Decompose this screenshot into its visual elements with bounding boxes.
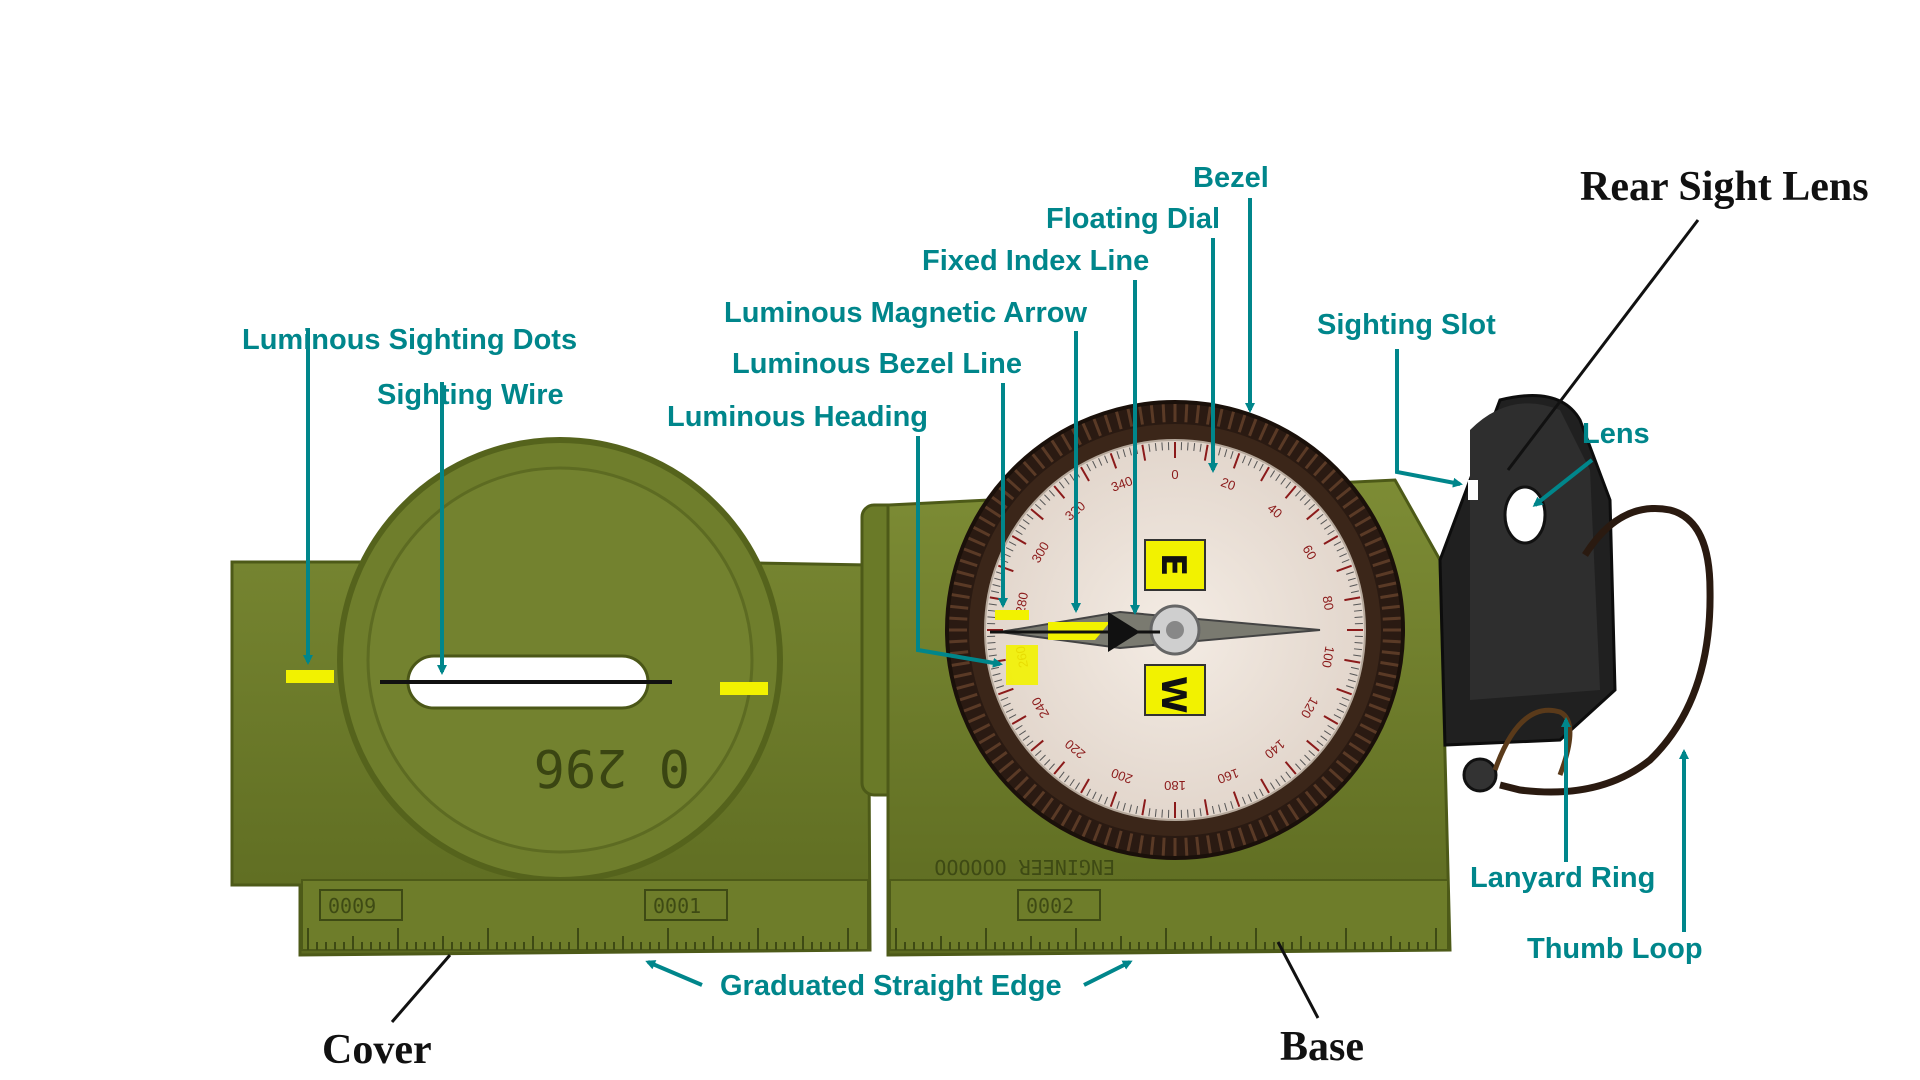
rear-sight-lens-window — [1505, 487, 1545, 543]
bezel-tooth — [1197, 837, 1199, 855]
label-base: Base — [1280, 1024, 1364, 1070]
bezel-tooth — [1163, 404, 1164, 422]
dial-tick — [987, 643, 995, 644]
label-sighting-wire: Sighting Wire — [377, 379, 564, 411]
bezel-tooth — [1382, 652, 1400, 654]
luminous-sighting-dot-right — [720, 682, 768, 695]
ruler-label-base: 0002 — [1026, 894, 1074, 918]
bezel-tooth — [1151, 837, 1153, 855]
bezel-tooth — [949, 641, 967, 642]
label-graduated-straight-edge: Graduated Straight Edge — [720, 970, 1062, 1002]
label-bezel: Bezel — [1193, 162, 1269, 194]
bezel-tooth — [950, 606, 968, 608]
dial-number: 180 — [1164, 778, 1186, 793]
maker-text: ENGINEER OOOOOO — [934, 855, 1115, 879]
bezel-tooth — [1186, 404, 1187, 422]
bezel-tooth — [949, 618, 967, 619]
label-luminous-sighting-dots: Luminous Sighting Dots — [242, 324, 577, 356]
luminous-bezel-line — [995, 610, 1029, 620]
label-cover: Cover — [322, 1027, 432, 1073]
bezel-tooth — [1382, 606, 1400, 608]
serial-number: 0 296 — [533, 737, 690, 797]
label-fixed-index-line: Fixed Index Line — [922, 245, 1149, 277]
label-sighting-slot: Sighting Slot — [1317, 309, 1496, 341]
dial-tick — [1162, 810, 1163, 818]
label-luminous-magnetic-arrow: Luminous Magnetic Arrow — [724, 297, 1087, 329]
label-rear-sight-lens: Rear Sight Lens — [1580, 164, 1869, 210]
dial-letter-w: W — [1153, 676, 1193, 714]
bezel-tooth — [950, 652, 968, 654]
ruler-label-cover-left: 0009 — [328, 894, 376, 918]
cover-body: 0 296 0009 0001 — [232, 440, 870, 955]
label-floating-dial: Floating Dial — [1046, 203, 1220, 235]
ruler-label-cover-mid: 0001 — [653, 894, 701, 918]
dial-number: 80 — [1319, 595, 1336, 612]
label-luminous-heading: Luminous Heading — [667, 401, 928, 433]
lanyard-ring-bolt — [1464, 759, 1496, 791]
label-thumb-loop: Thumb Loop — [1527, 933, 1703, 965]
sighting-slot-notch — [1468, 480, 1478, 500]
label-lens: Lens — [1582, 418, 1650, 450]
dial-tick — [987, 617, 995, 618]
dial-tick — [1188, 810, 1189, 818]
rear-sight — [1440, 396, 1615, 792]
bezel-tooth — [1151, 405, 1153, 423]
dial-tick — [1188, 442, 1189, 450]
bezel-tooth — [1383, 618, 1401, 619]
bezel-tooth — [1186, 838, 1187, 856]
bezel-tooth — [1163, 838, 1164, 856]
label-lanyard-ring: Lanyard Ring — [1470, 862, 1655, 894]
dial-number: 0 — [1171, 467, 1178, 482]
bezel-tooth — [1197, 405, 1199, 423]
dial-tick — [1355, 643, 1363, 644]
floating-dial: 0204060801001201401601802002202402602803… — [985, 440, 1365, 820]
bezel-tooth — [1383, 641, 1401, 642]
label-luminous-bezel-line: Luminous Bezel Line — [732, 348, 1022, 380]
luminous-sighting-dot-left — [286, 670, 334, 683]
dial-tick — [1355, 617, 1363, 618]
luminous-heading-marker — [1006, 645, 1038, 685]
dial-letter-e: E — [1153, 553, 1193, 576]
dial-tick — [1162, 442, 1163, 450]
